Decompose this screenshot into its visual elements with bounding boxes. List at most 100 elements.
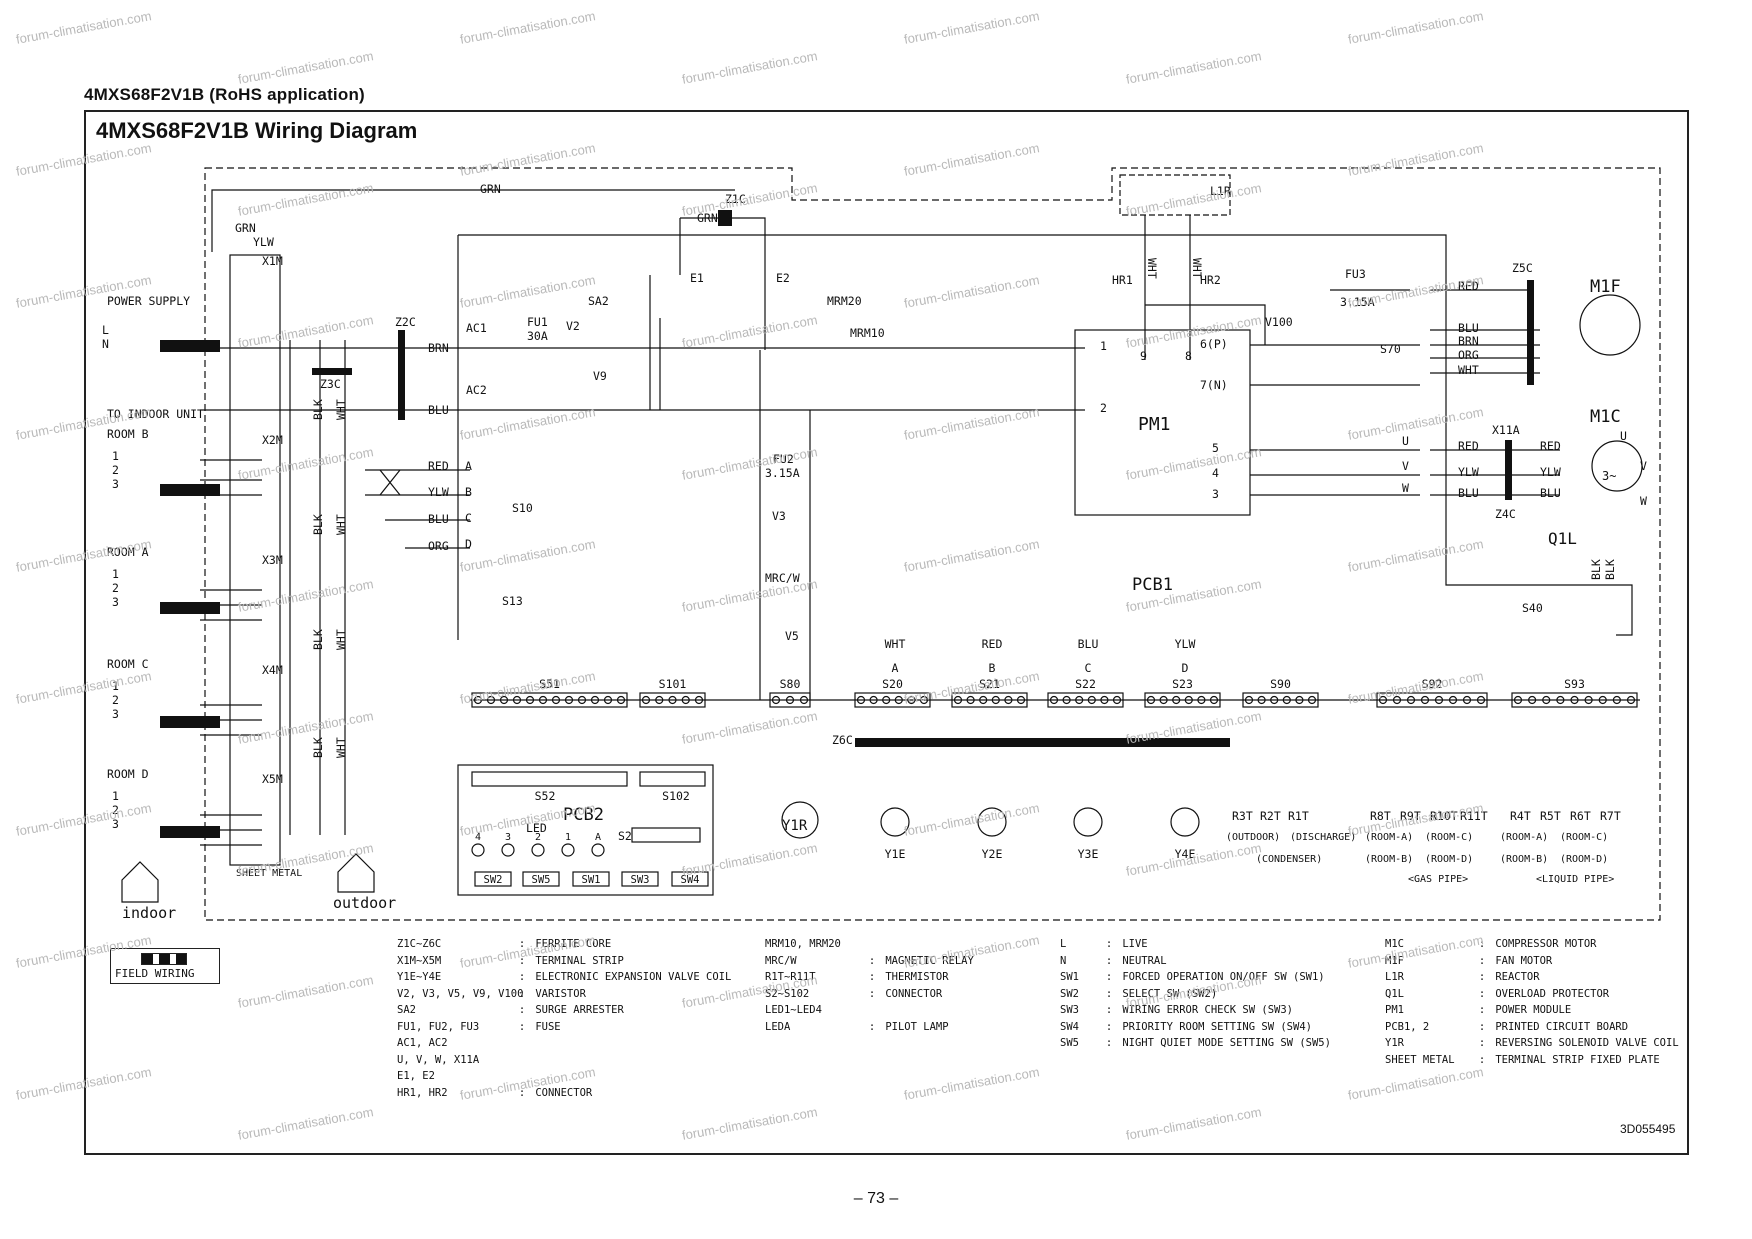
connector-pin: [590, 695, 600, 705]
legend-value: FAN MOTOR: [1489, 954, 1553, 967]
ev-group-letter: C: [1085, 661, 1092, 675]
ev-group-letter: A: [892, 661, 899, 675]
connector-pin: [1612, 695, 1621, 705]
component-label: V100: [1265, 315, 1293, 329]
legend-colon: :: [518, 938, 526, 950]
indoor-label: indoor: [122, 904, 176, 922]
connector-pin: [668, 695, 677, 705]
to-indoor-label: TO INDOOR UNIT: [107, 407, 204, 421]
connector-label: S23: [1172, 677, 1193, 691]
legend-row: SW1: FORCED OPERATION ON/OFF SW (SW1): [1060, 971, 1325, 983]
terminal-number: 2: [112, 803, 119, 817]
component-label: Q1L: [1548, 529, 1577, 548]
terminal-number: 2: [112, 463, 119, 477]
legend-row: SW4: PRIORITY ROOM SETTING SW (SW4): [1060, 1021, 1312, 1033]
page-number: – 73 –: [853, 1190, 899, 1207]
wire-color-label: YLW: [253, 235, 274, 249]
legend-key: MRM10, MRM20: [765, 938, 841, 950]
thermistor-label: R5T: [1540, 809, 1561, 823]
legend-key: N: [1060, 954, 1067, 967]
legend-value: FORCED OPERATION ON/OFF SW (SW1): [1116, 971, 1325, 983]
field-wiring-legend: FIELD WIRING: [110, 948, 220, 984]
connector-pin: [894, 695, 903, 705]
fuse-rating: 3.15A: [765, 466, 800, 480]
led-number: 3: [505, 832, 511, 843]
legend-colon: :: [1478, 954, 1486, 967]
connector-pin: [882, 695, 891, 705]
outdoor-label: outdoor: [333, 894, 396, 912]
connector-pin: [1087, 695, 1096, 705]
component-label: V3: [772, 509, 786, 523]
legend-key: SW2: [1060, 987, 1079, 1000]
led-icon: [501, 843, 515, 857]
legend-colon: :: [1105, 987, 1113, 1000]
switch-body: [572, 871, 610, 887]
legend-value: CONNECTOR: [529, 1086, 593, 1099]
terminal-strip-label: X4M: [262, 663, 283, 677]
thermistor-note: (ROOM-C): [1425, 832, 1473, 843]
connector-body: [1144, 692, 1221, 708]
compressor-phase-symbol: 3~: [1602, 469, 1616, 483]
component-label: AC1: [466, 321, 487, 335]
component-label: E1: [690, 271, 704, 285]
thermistor-label: R1T: [1288, 809, 1309, 823]
legend-colon: :: [518, 971, 526, 983]
legend-colon: :: [868, 971, 876, 983]
connector-body: [639, 692, 706, 708]
fan-motor-symbol: [1579, 294, 1641, 356]
legend-value: REVERSING SOLENOID VALVE COIL: [1489, 1037, 1679, 1049]
legend-key: SW3: [1060, 1004, 1079, 1016]
connector-pin: [1406, 695, 1416, 705]
connector-body: [769, 692, 811, 708]
switch-label: SW1: [582, 874, 601, 886]
fuse-rating: 30A: [527, 329, 548, 343]
legend-colon: :: [1105, 971, 1113, 983]
connector-pin: [1392, 695, 1402, 705]
ev-coil-symbol: [977, 807, 1007, 837]
component-label: FU1: [527, 315, 548, 329]
connector-pin: [1295, 695, 1304, 705]
connector-pin: [1244, 695, 1254, 705]
ev-coil-label: Y3E: [1078, 847, 1099, 861]
connector-label: S92: [1422, 677, 1443, 691]
wire-color-label: WHT: [334, 514, 348, 535]
s10-letter: C: [465, 511, 472, 525]
terminal-number: 2: [112, 693, 119, 707]
legend-colon: :: [1478, 938, 1486, 950]
legend-key: AC1, AC2: [397, 1037, 448, 1049]
component-label: HR2: [1200, 273, 1221, 287]
terminal-number: 1: [112, 567, 119, 581]
component-label: Y1R: [782, 818, 808, 834]
legend-value: VARISTOR: [529, 987, 586, 1000]
legend-value: OVERLOAD PROTECTOR: [1489, 987, 1610, 1000]
legend-value: THERMISTOR: [879, 971, 949, 983]
component-label: Z6C: [832, 733, 853, 747]
wire-color-label: BLU: [428, 403, 449, 417]
wire-color-label: WHT: [334, 737, 348, 758]
component-label: Z5C: [1512, 261, 1533, 275]
legend-key: SW1: [1060, 971, 1079, 983]
component-label: PM1: [1138, 414, 1171, 435]
connector-label: S93: [1564, 677, 1585, 691]
legend-key: Z1C~Z6C: [397, 938, 442, 950]
connector-pin: [1626, 695, 1636, 705]
legend-key: Y1E~Y4E: [397, 971, 442, 983]
connector-body: [1511, 692, 1638, 708]
legend-row: E1, E2: [397, 1070, 515, 1082]
connector-pin: [979, 695, 988, 705]
legend-value: CONNECTOR: [879, 987, 943, 1000]
connector-pin: [919, 695, 929, 705]
legend-colon: :: [1105, 954, 1113, 967]
legend-value: FERRITE CORE: [529, 938, 612, 950]
connector-body: [631, 827, 701, 843]
legend-row: PCB1, 2: PRINTED CIRCUIT BOARD: [1385, 1021, 1628, 1033]
led-icon: [561, 843, 575, 857]
legend-key: LED1~LED4: [765, 1004, 822, 1016]
connector-body: [639, 771, 706, 787]
component-label: AC2: [466, 383, 487, 397]
connector-pin: [966, 695, 975, 705]
component-label: E2: [776, 271, 790, 285]
ev-coil-symbol: [1073, 807, 1103, 837]
legend-colon: :: [1478, 1004, 1486, 1016]
